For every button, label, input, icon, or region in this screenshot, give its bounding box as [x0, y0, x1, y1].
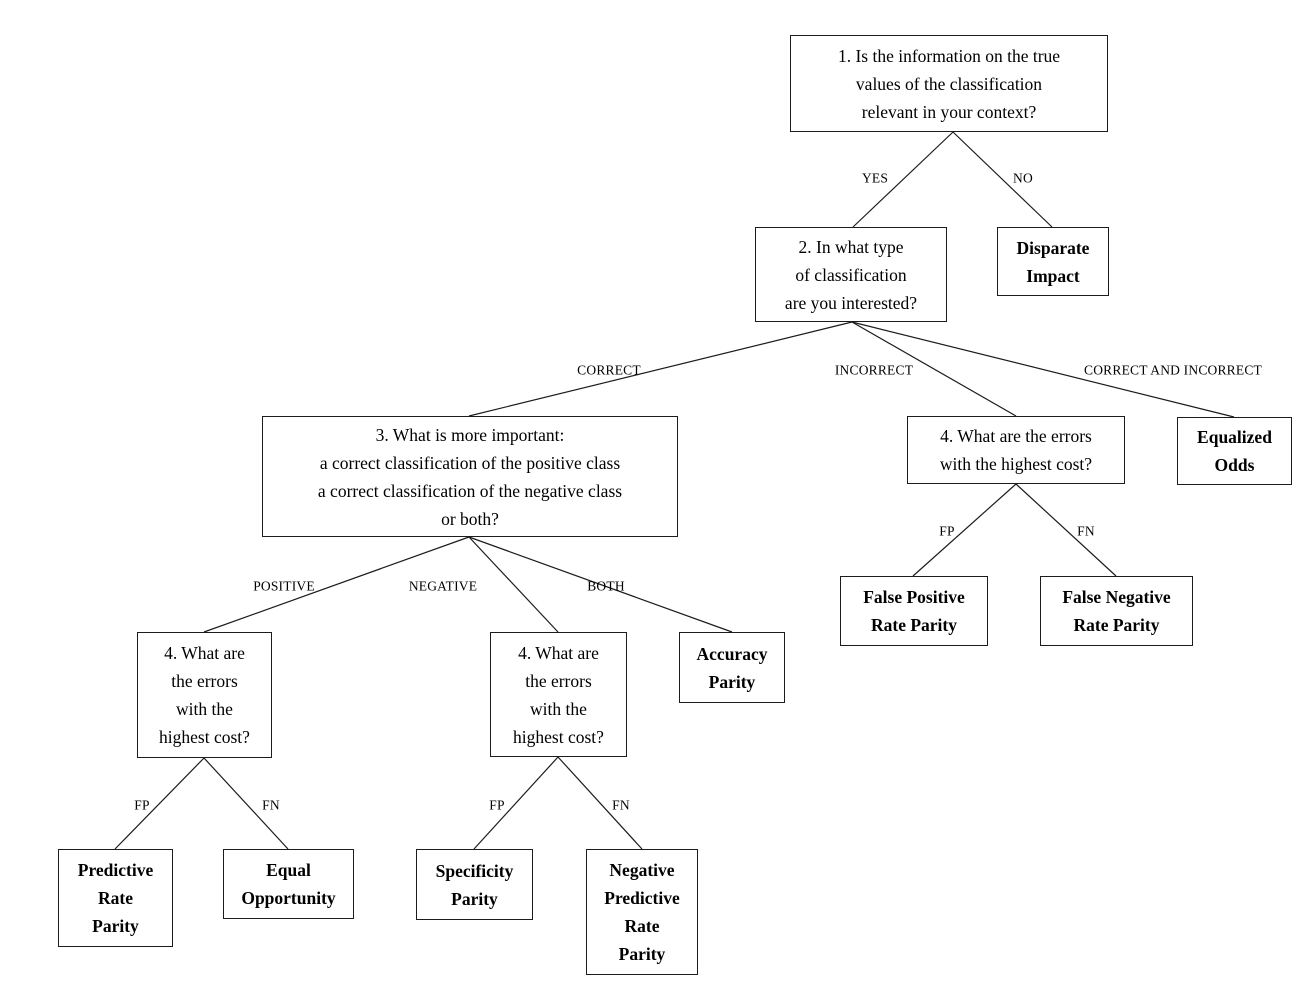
edge-label-correct: CORRECT [577, 362, 641, 378]
edge-label-fp-left: FP [134, 797, 150, 813]
edge-label-positive: POSITIVE [253, 578, 315, 594]
node-false-negative-rate-parity: False Negative Rate Parity [1040, 576, 1193, 646]
edge-both [468, 536, 733, 633]
edge-label-fn-middle: FN [612, 797, 630, 813]
node-question-3: 3. What is more important: a correct cla… [262, 416, 678, 537]
node-question-1: 1. Is the information on the true values… [790, 35, 1108, 132]
edge-label-both: BOTH [587, 578, 625, 594]
edge-label-correct-and-incorrect: CORRECT AND INCORRECT [1084, 362, 1262, 378]
edge-negative [468, 536, 559, 633]
edge-label-fn-left: FN [262, 797, 280, 813]
edge-fn-middle [557, 756, 643, 850]
edge-label-yes: YES [861, 170, 889, 186]
edge-fn-left [203, 757, 289, 850]
edge-label-negative: NEGATIVE [408, 578, 478, 594]
edge-label-fn-right: FN [1077, 523, 1095, 539]
edge-label-incorrect: INCORRECT [834, 362, 914, 378]
edge-correct [468, 321, 853, 417]
node-negative-predictive-rate-parity: Negative Predictive Rate Parity [586, 849, 698, 975]
node-question-4-left: 4. What are the errors with the highest … [137, 632, 272, 758]
edge-positive [203, 536, 470, 633]
node-equalized-odds: Equalized Odds [1177, 417, 1292, 485]
edge-fp-right [912, 483, 1017, 577]
edge-label-fp-middle: FP [489, 797, 505, 813]
edge-label-no: NO [1013, 170, 1033, 186]
node-specificity-parity: Specificity Parity [416, 849, 533, 920]
node-accuracy-parity: Accuracy Parity [679, 632, 785, 703]
node-equal-opportunity: Equal Opportunity [223, 849, 354, 919]
node-question-4-middle: 4. What are the errors with the highest … [490, 632, 627, 757]
edge-label-fp-right: FP [939, 523, 955, 539]
edge-fn-right [1015, 483, 1117, 577]
edge-fp-middle [473, 756, 559, 850]
edge-fp-left [114, 757, 205, 850]
edge-yes [852, 131, 954, 228]
node-question-2: 2. In what type of classification are yo… [755, 227, 947, 322]
edge-incorrect [851, 321, 1017, 417]
node-predictive-rate-parity: Predictive Rate Parity [58, 849, 173, 947]
edge-correct-and-incorrect [851, 321, 1235, 418]
node-false-positive-rate-parity: False Positive Rate Parity [840, 576, 988, 646]
node-disparate-impact: Disparate Impact [997, 227, 1109, 296]
node-question-4-right: 4. What are the errors with the highest … [907, 416, 1125, 484]
edge-no [952, 131, 1053, 228]
